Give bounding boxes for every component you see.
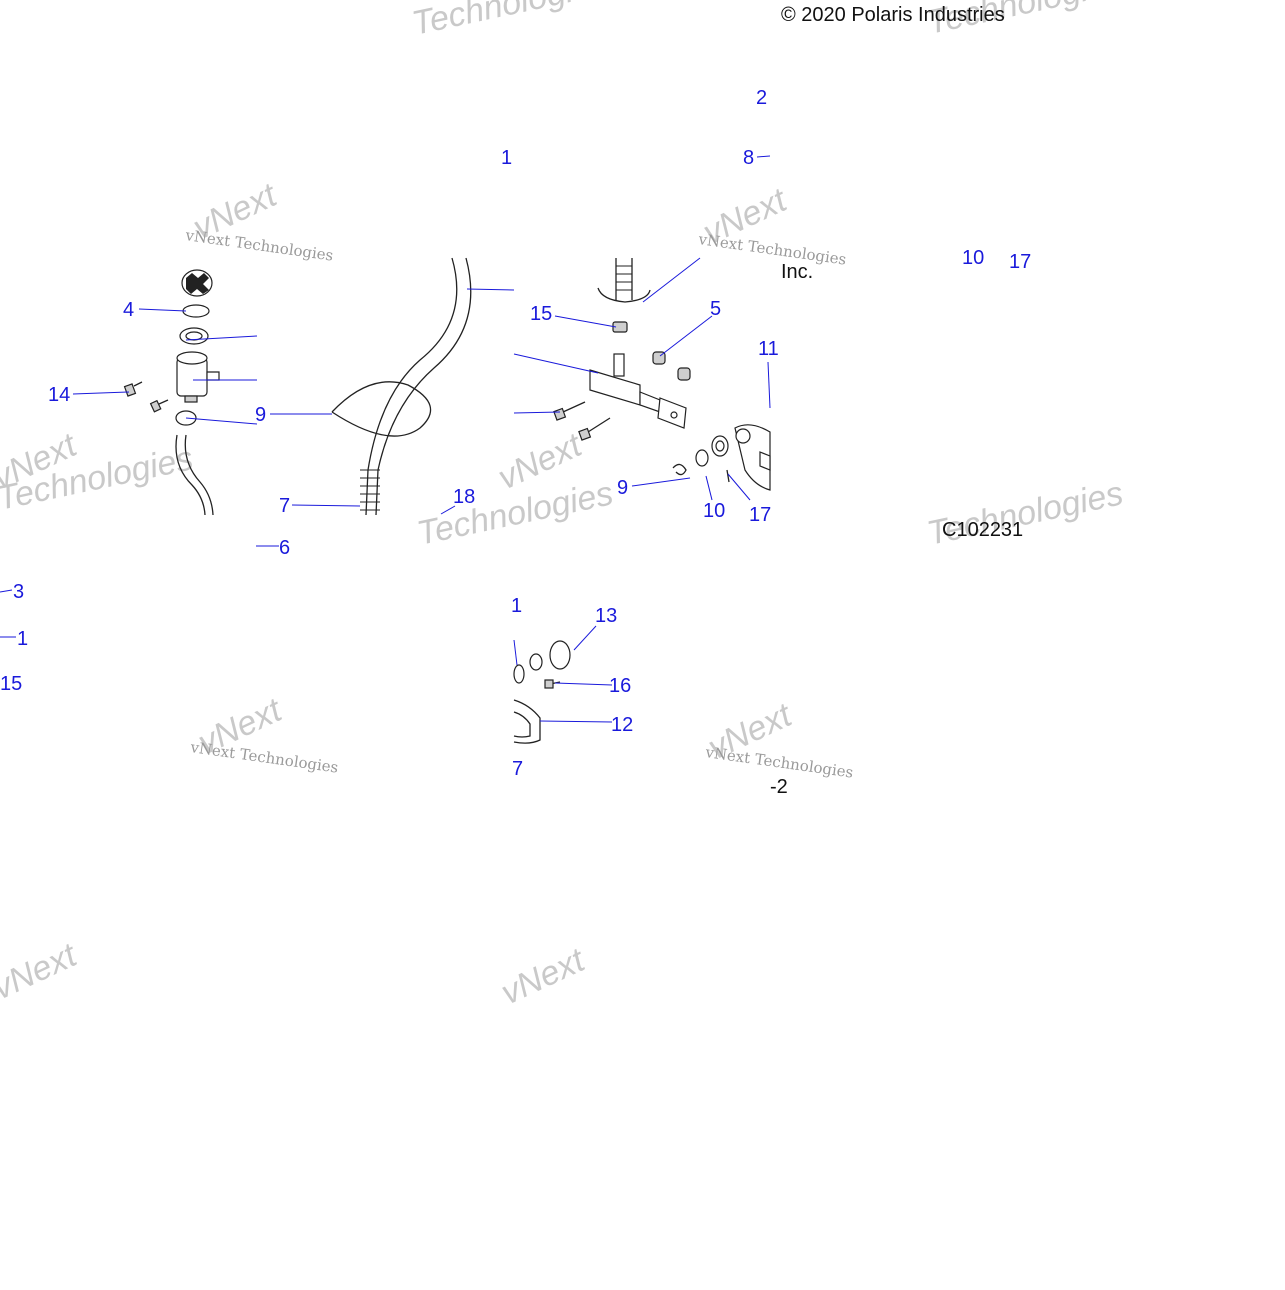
callout-1: 1 — [501, 147, 512, 169]
reservoir-cap-icon — [181, 269, 213, 297]
reservoir-body-icon — [176, 351, 220, 403]
callout-17: 17 — [1009, 251, 1031, 273]
screw-icon — [123, 381, 143, 397]
callout-1: 1 — [17, 628, 28, 650]
brake-hose-icon — [331, 257, 472, 516]
callout-labels: 1 2 8 10 17 4 14 9 7 18 6 3 1 15 15 5 11… — [0, 87, 1031, 780]
bolt-icon — [553, 401, 586, 421]
copyright-tail: Inc. — [781, 261, 813, 283]
callout-11: 11 — [758, 338, 779, 360]
callout-14: 14 — [48, 384, 70, 406]
bolt-icon — [578, 417, 611, 441]
watermark-word: Technologies — [409, 0, 612, 43]
watermark-word: Technologies — [924, 474, 1127, 553]
callout-15: 15 — [530, 303, 552, 325]
pedal-bracket-icon — [734, 424, 771, 491]
callout-7: 7 — [512, 758, 523, 780]
reservoir-seal-icon — [179, 327, 209, 345]
washer-icon — [529, 653, 543, 671]
callout-1: 1 — [511, 595, 522, 617]
spacer-icon — [711, 435, 729, 457]
callout-4: 4 — [123, 299, 134, 321]
callout-2: 2 — [756, 87, 767, 109]
callout-13: 13 — [595, 605, 617, 627]
pin-icon — [726, 469, 730, 483]
callout-5: 5 — [710, 298, 721, 320]
callout-3: 3 — [13, 581, 24, 603]
screw-icon — [149, 399, 169, 413]
watermark-brand: vNext — [495, 940, 591, 1012]
callout-12: 12 — [611, 714, 633, 736]
callout-8: 8 — [743, 147, 754, 169]
diaphragm-icon — [182, 304, 210, 318]
watermark-line: vNext Technologies — [696, 230, 847, 269]
brake-pedal-icon — [513, 664, 541, 744]
diagram-code: C102231 — [942, 519, 1023, 541]
master-cylinder-icon — [589, 353, 687, 429]
callout-16: 16 — [609, 675, 631, 697]
return-spring-icon — [549, 640, 571, 670]
callout-17: 17 — [749, 504, 771, 526]
pivot-bolt-icon — [544, 679, 561, 689]
callout-10: 10 — [703, 500, 725, 522]
callout-9: 9 — [617, 477, 628, 499]
diagram-code-tail: -2 — [770, 776, 788, 798]
watermark-brand: vNext — [0, 935, 84, 1007]
bushing-icon — [677, 367, 691, 381]
copyright-text: © 2020 Polaris Industries — [781, 4, 1005, 26]
callout-18: 18 — [453, 486, 475, 508]
nut-icon — [612, 321, 628, 333]
reservoir-hose-icon — [175, 434, 206, 516]
brake-line-fitting-icon — [597, 258, 651, 303]
callout-7: 7 — [279, 495, 290, 517]
callout-15: 15 — [0, 673, 22, 695]
watermark-line: vNext Technologies — [188, 738, 339, 777]
leader-lines — [0, 155, 771, 723]
watermark-line: vNext Technologies — [183, 226, 334, 265]
cotter-pin-icon — [672, 463, 687, 476]
callout-10: 10 — [962, 247, 984, 269]
callout-9: 9 — [255, 404, 266, 426]
callout-6: 6 — [279, 537, 290, 559]
washer-icon — [695, 449, 709, 467]
watermarks: Technologies Technologies vNext vNext vN… — [0, 0, 1126, 1012]
